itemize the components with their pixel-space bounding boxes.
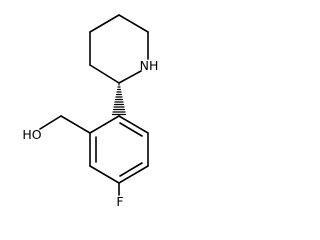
bond-ch2-o <box>39 115 62 130</box>
ring-bond-a3-a4 <box>118 165 149 184</box>
piperidine-ring <box>89 14 149 84</box>
double-bond-a1-a2 <box>119 122 143 137</box>
ring-bond-c2-c3 <box>89 64 120 84</box>
ring-bond-c5-c6 <box>118 14 149 33</box>
ring-bond-a4-a5 <box>89 165 120 184</box>
ring-bond-a6-a1 <box>89 115 120 134</box>
benzene-ring <box>89 115 149 184</box>
bond-ring-ch2 <box>60 115 91 134</box>
hydroxymethyl-group <box>39 115 91 134</box>
stereo-hashed-wedge <box>111 83 127 116</box>
nh-label: NH <box>140 58 159 73</box>
ho-label: HO <box>22 127 41 142</box>
ring-bond-c4-c5 <box>89 14 120 33</box>
f-label: F <box>116 194 123 209</box>
double-bond-a3-a4 <box>119 162 143 177</box>
ring-bond-n-c2 <box>118 70 142 84</box>
ring-bond-a1-a2 <box>118 115 149 134</box>
chemical-structure: NH HO F <box>22 14 159 209</box>
